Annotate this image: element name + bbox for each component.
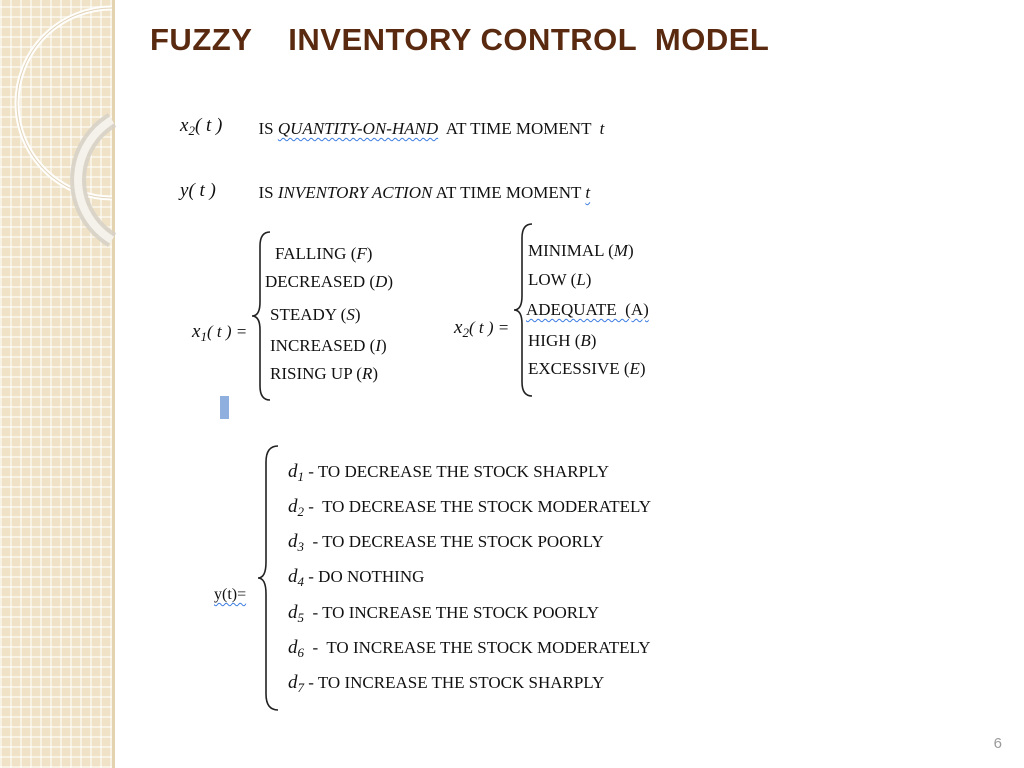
def-italic: INVENTORY ACTION: [277, 183, 433, 202]
y-item-d5: d5 - TO INCREASE THE STOCK POORLY: [288, 602, 600, 625]
def-prefix: IS: [258, 183, 278, 202]
y-item-d4: d4 - DO NOTHING: [288, 566, 425, 589]
x2-item-adequate: ADEQUATE (A): [526, 300, 649, 319]
y-item-d7: d7 - TO INCREASE THE STOCK SHARPLY: [288, 672, 605, 695]
x2-item-excessive: EXCESSIVE (E): [528, 359, 646, 378]
var-letter: x: [192, 321, 201, 342]
page-number: 6: [993, 735, 1002, 752]
y-item-d1: d1 - TO DECREASE THE STOCK SHARPLY: [288, 461, 609, 484]
x1-label: x1( t ) =: [184, 303, 247, 345]
x2-item-high: HIGH (B): [528, 331, 597, 350]
x1-item-steady: STEADY (S): [270, 305, 361, 324]
definition-x2-variable: x2( t ): [172, 97, 222, 139]
outer-arc-shadow: [16, 7, 113, 199]
x2-label: x2( t ) =: [446, 299, 509, 341]
band-edge-line: [112, 0, 115, 768]
var-argument: ( t ): [188, 180, 216, 201]
x1-item-decreased: DECREASED (D): [265, 272, 393, 291]
def-suffix: AT TIME MOMENT: [432, 183, 586, 202]
var-letter: x: [180, 115, 189, 136]
def-tail: t: [599, 119, 605, 138]
x2-brace: [513, 223, 533, 397]
x1-item-increased: INCREASED (I): [270, 336, 387, 355]
y-item-d3: d3 - TO DECREASE THE STOCK POORLY: [288, 531, 604, 554]
x2-item-low: LOW (L): [528, 270, 592, 289]
definition-y-variable: y( t ): [172, 162, 216, 202]
var-subscript: 2: [462, 325, 469, 340]
def-italic: QUANTITY-ON-HAND: [277, 119, 439, 138]
var-argument: ( t ) =: [206, 322, 248, 341]
var-letter: y: [180, 180, 189, 201]
y-label: y(t)=: [206, 568, 246, 604]
decorative-circles: [14, 5, 117, 247]
outer-arc: [14, 5, 113, 201]
x1-brace: [251, 231, 271, 401]
var-subscript: 1: [200, 329, 207, 344]
x1-item-rising-up: RISING UP (R): [270, 364, 378, 383]
definition-y-text: IS INVENTORY ACTION AT TIME MOMENT t: [250, 163, 591, 203]
y-label-text: y(t)=: [214, 586, 247, 603]
def-prefix: IS: [258, 119, 278, 138]
slide-marker: [220, 396, 229, 419]
y-brace: [257, 445, 279, 711]
x2-item-minimal: MINIMAL (M): [528, 241, 634, 260]
inner-arc-highlight: [74, 116, 115, 244]
var-subscript: 2: [188, 123, 195, 138]
var-letter: x: [454, 317, 463, 338]
y-item-d6: d6 - TO INCREASE THE STOCK MODERATELY: [288, 637, 651, 660]
definition-x2-text: IS QUANTITY-ON-HAND AT TIME MOMENT t: [250, 99, 605, 139]
var-argument: ( t ): [194, 115, 223, 136]
slide-title: FUZZY INVENTORY CONTROL MODEL: [150, 22, 770, 57]
var-argument: ( t ) =: [468, 318, 510, 337]
def-tail: t: [585, 183, 591, 202]
def-suffix: AT TIME MOMENT: [438, 119, 600, 138]
y-item-d2: d2 - TO DECREASE THE STOCK MODERATELY: [288, 496, 651, 519]
x1-item-falling: FALLING (F): [275, 244, 373, 263]
